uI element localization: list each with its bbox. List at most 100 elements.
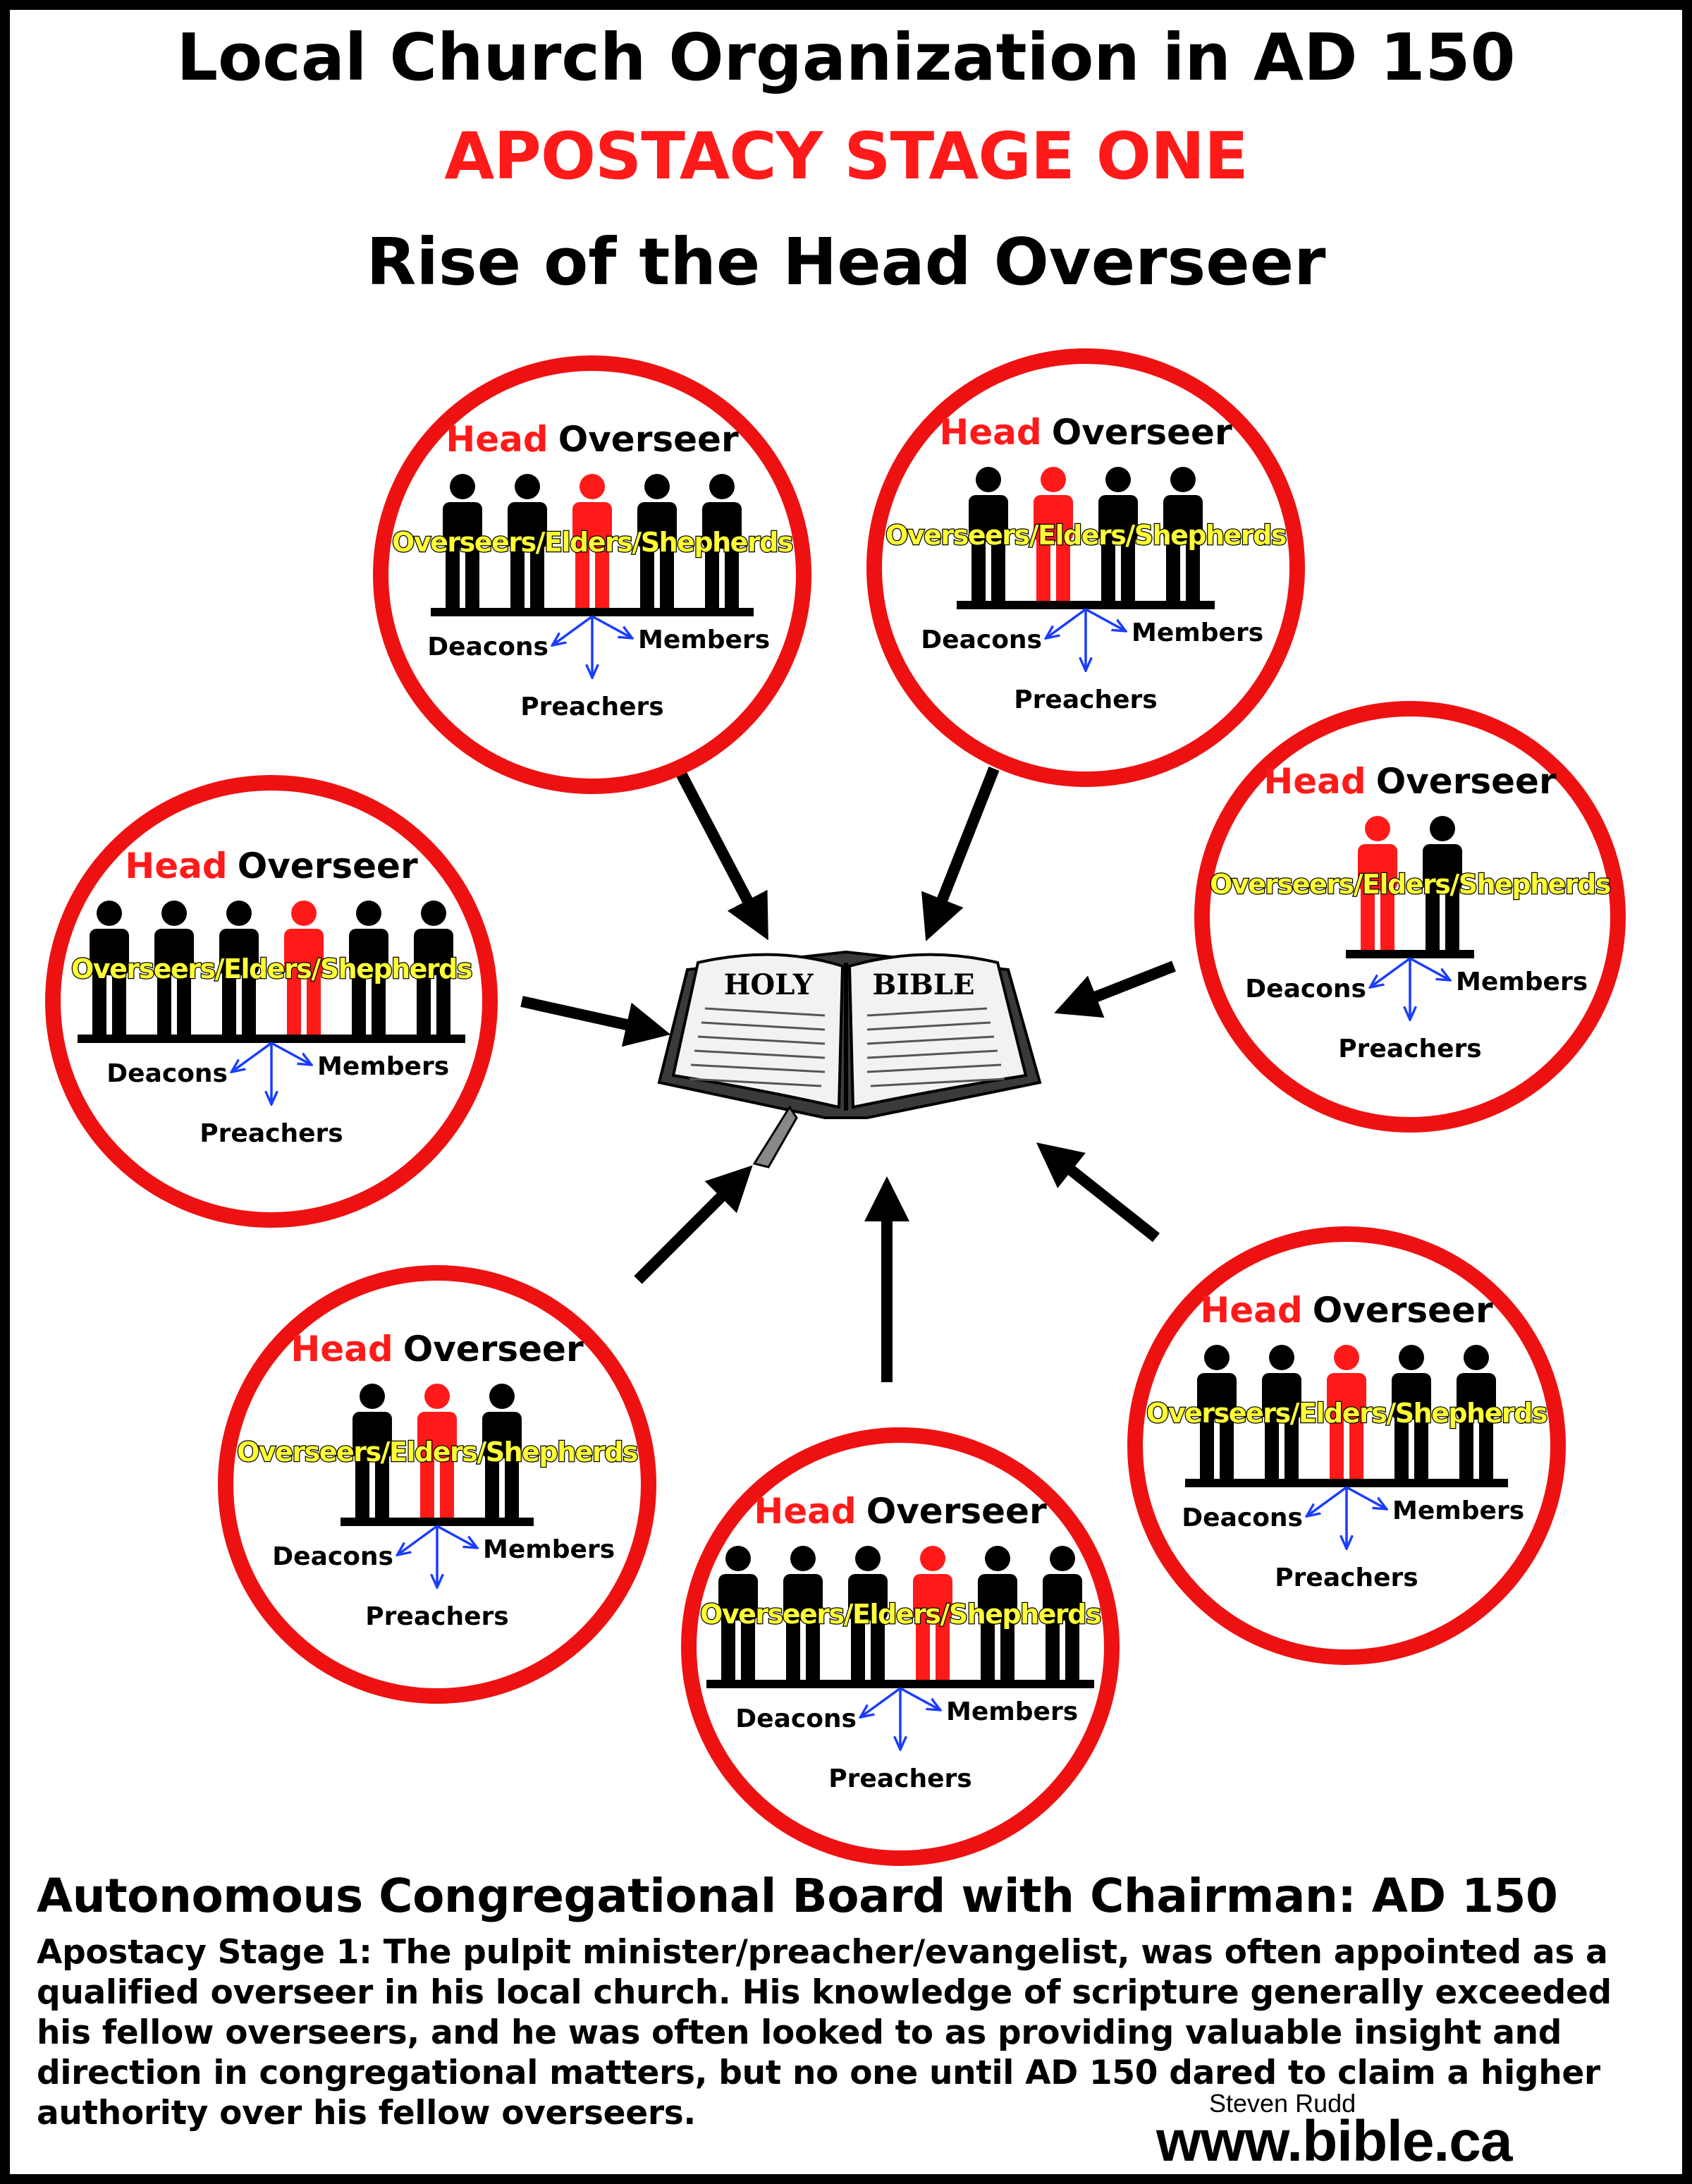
members-label: Members — [1456, 968, 1588, 996]
deacons-label: Deacons — [272, 1542, 393, 1571]
members-label: Members — [1392, 1496, 1524, 1525]
footer-heading: Autonomous Congregational Board with Cha… — [37, 1869, 1558, 1923]
board-platform — [341, 1518, 534, 1526]
members-label: Members — [946, 1697, 1078, 1726]
overseer-figure — [1392, 1345, 1431, 1479]
board-label: Overseers/Elders/Shepherds — [1146, 1398, 1547, 1429]
head-overseer-figure — [1358, 816, 1397, 950]
overseer-figure — [978, 1546, 1017, 1680]
preachers-label: Preachers — [520, 693, 663, 721]
preachers-label: Preachers — [1014, 685, 1157, 714]
overseer-figure — [482, 1384, 522, 1518]
head-overseer-heading: Head Overseer — [939, 412, 1232, 453]
overseer-figure — [783, 1546, 823, 1680]
arrow-from-bottom-right — [1036, 1142, 1160, 1243]
head-overseer-figure — [913, 1546, 952, 1680]
branch-arrows — [1308, 1486, 1385, 1547]
board-label: Overseers/Elders/Shepherds — [1210, 869, 1610, 900]
head-overseer-figure — [1034, 467, 1073, 601]
bible-ribbon — [752, 1105, 798, 1169]
arrow-from-top-left — [675, 769, 768, 941]
deacons-label: Deacons — [1182, 1503, 1303, 1532]
board-platform — [706, 1680, 1094, 1688]
overseer-figure — [1163, 467, 1203, 601]
board-platform — [1185, 1479, 1508, 1487]
overseer-figure — [508, 474, 547, 608]
bible-right-title: BIBLE — [873, 968, 975, 1001]
head-word: Head — [939, 412, 1041, 453]
preachers-label: Preachers — [1338, 1035, 1481, 1063]
overseer-figure — [718, 1546, 758, 1680]
church-circle-ring — [681, 1427, 1120, 1866]
footer-paragraph: Apostacy Stage 1: The pulpit minister/pr… — [37, 1933, 1612, 2133]
arrow-from-top-right — [921, 767, 1000, 941]
board-platform — [431, 608, 754, 616]
board-platform — [78, 1035, 465, 1043]
arrow-from-mid-right — [1054, 960, 1176, 1018]
page-subtitle: APOSTACY STAGE ONE — [444, 118, 1249, 194]
bible-left-page — [671, 953, 845, 1109]
board-label: Overseers/Elders/Shepherds — [237, 1436, 637, 1468]
deacons-label: Deacons — [427, 633, 548, 661]
bible-left-title: HOLY — [724, 968, 814, 1001]
church-circle-ring — [1194, 701, 1626, 1133]
overseer-word: Overseer — [1376, 761, 1557, 802]
overseer-word: Overseer — [558, 419, 739, 460]
preachers-label: Preachers — [828, 1764, 971, 1793]
members-label: Members — [483, 1535, 615, 1564]
church-circle-ring — [1127, 1226, 1566, 1665]
preachers-label: Preachers — [365, 1602, 508, 1631]
website-logo-text: www.bible.ca — [1156, 2109, 1512, 2173]
bible-image: HOLY BIBLE — [657, 950, 1042, 1169]
overseer-figure — [90, 901, 129, 1035]
page-title: Local Church Organization in AD 150 — [176, 20, 1516, 95]
bible-right-page — [847, 953, 1028, 1109]
board-label: Overseers/Elders/Shepherds — [885, 520, 1286, 551]
bible-left-text-lines — [689, 1007, 826, 1087]
church-circle-ring — [218, 1265, 656, 1704]
overseer-figure — [637, 474, 677, 608]
head-overseer-figure — [572, 474, 612, 608]
overseer-word: Overseer — [238, 846, 418, 886]
overseer-figure — [848, 1546, 888, 1680]
overseer-figure — [1262, 1345, 1301, 1479]
overseer-figure — [1423, 816, 1462, 950]
branch-arrows — [233, 1042, 310, 1103]
head-word: Head — [1200, 1290, 1302, 1331]
church-circle-ring — [45, 775, 498, 1228]
overseer-figure — [414, 901, 453, 1035]
members-label: Members — [317, 1052, 449, 1081]
board-label: Overseers/Elders/Shepherds — [700, 1599, 1101, 1630]
board-platform — [1346, 950, 1474, 958]
branch-arrows — [553, 615, 631, 676]
board-label: Overseers/Elders/Shepherds — [71, 953, 472, 984]
preachers-label: Preachers — [1275, 1563, 1418, 1592]
bible-right-text-lines — [866, 1007, 1005, 1087]
overseer-figure — [443, 474, 482, 608]
overseer-word: Overseer — [1052, 412, 1232, 453]
overseer-word: Overseer — [403, 1329, 584, 1369]
overseer-figure — [219, 901, 259, 1035]
board-label: Overseers/Elders/Shepherds — [392, 527, 792, 558]
church-circle-ring — [373, 355, 811, 794]
arrow-from-mid-left — [520, 996, 671, 1047]
overseer-word: Overseer — [866, 1491, 1047, 1532]
arrow-from-bottom-left — [634, 1165, 753, 1284]
head-overseer-figure — [284, 901, 324, 1035]
branch-arrows — [398, 1525, 476, 1586]
overseer-figure — [1197, 1345, 1237, 1479]
members-label: Members — [1132, 618, 1263, 647]
